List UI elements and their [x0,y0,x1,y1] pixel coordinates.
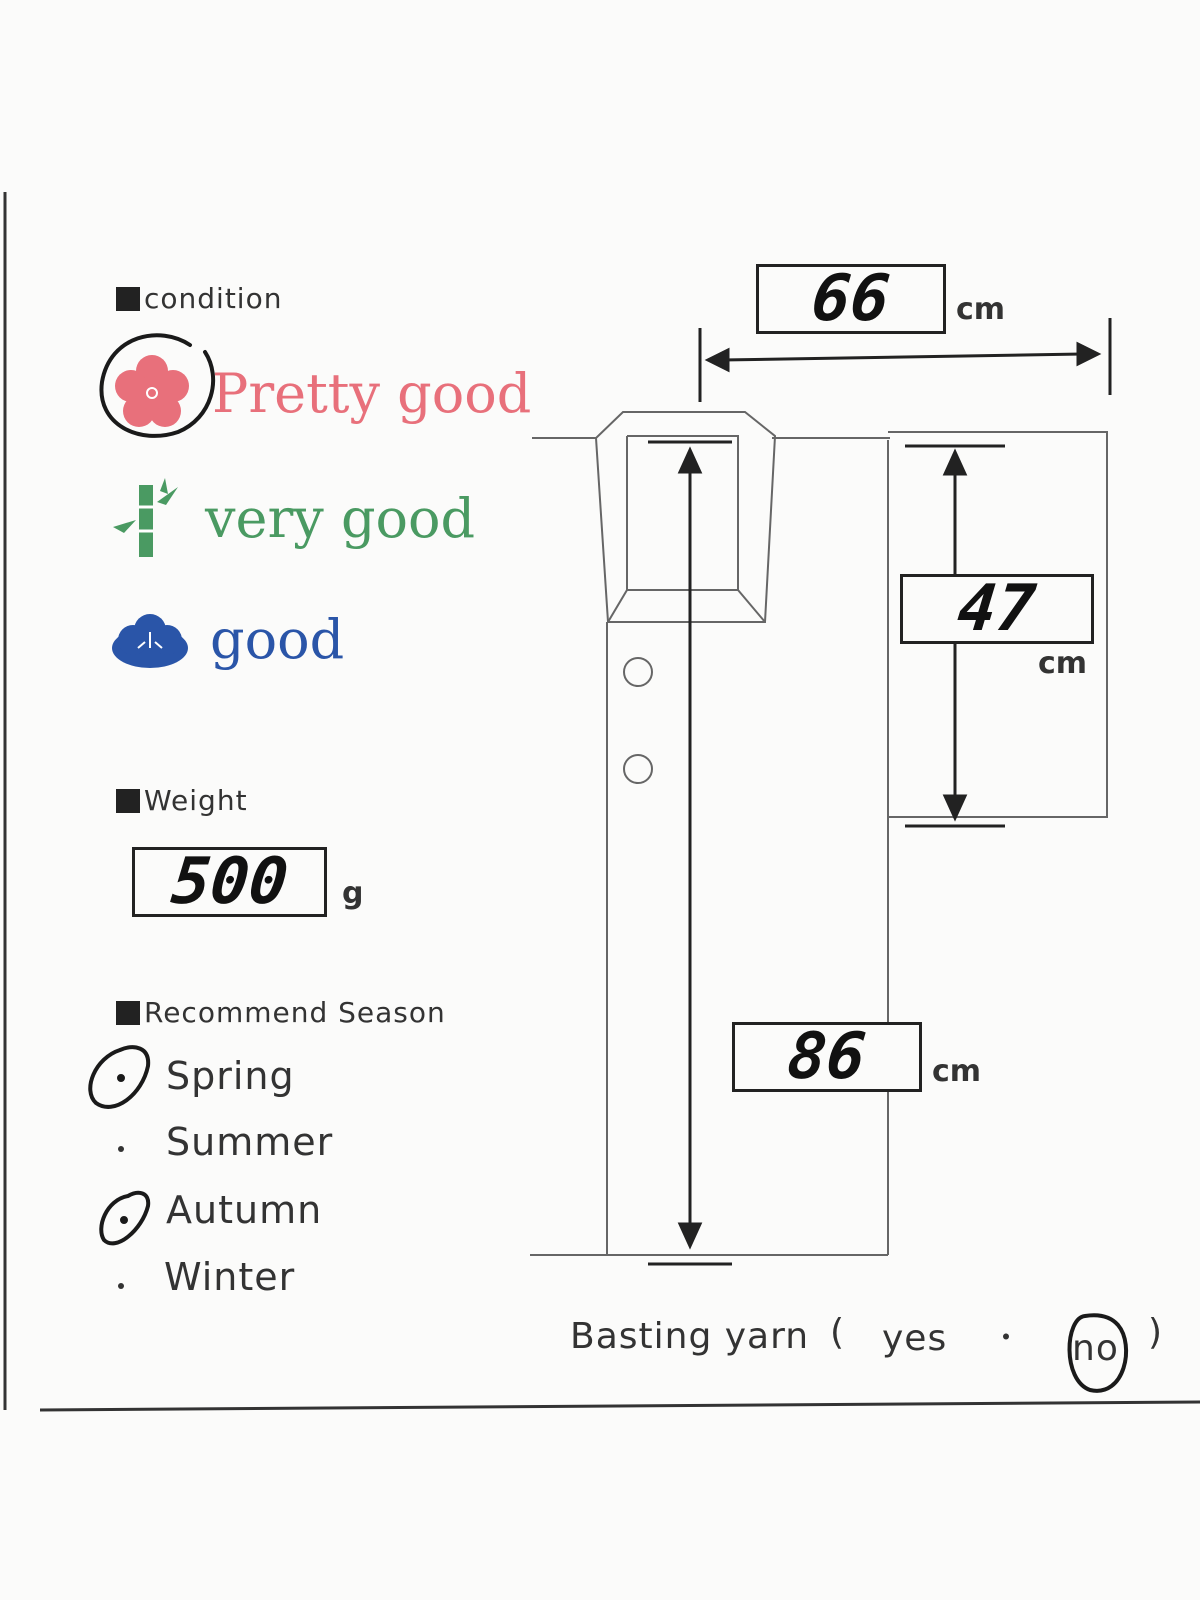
basting-separator: ・ [992,1321,1022,1354]
weight-unit: g [342,876,364,911]
season-winter: Winter [164,1255,296,1299]
basting-open-paren: ( [830,1312,846,1353]
selection-marks [88,333,1128,1393]
length-value-box: 86 [732,1020,922,1094]
season-summer: Summer [166,1120,334,1164]
garment-outline [530,411,1108,1256]
bullet-dot [118,1283,124,1289]
width-value-box: 66 [756,262,946,336]
condition-very-good: very good [205,487,476,550]
season-heading: Recommend Season [116,996,446,1029]
width-value: 66 [808,262,894,336]
length-value: 86 [784,1020,870,1094]
square-bullet-icon [116,1000,140,1025]
pine-icon [112,614,188,668]
square-bullet-icon [116,286,140,311]
width-arrow [698,318,1112,402]
season-autumn: Autumn [166,1188,323,1232]
basting-close-paren: ) [1148,1312,1164,1353]
weight-value: 500 [167,845,292,919]
plum-blossom-icon [115,355,189,427]
sleeve-value-box: 47 [900,572,1094,646]
square-bullet-icon [116,788,140,813]
basting-yarn-label: Basting yarn [570,1316,810,1357]
basting-option-no: no [1072,1328,1119,1369]
condition-good: good [210,608,345,671]
width-unit: cm [956,292,1006,327]
basting-option-yes: yes [882,1318,948,1359]
sleeve-unit: cm [1038,646,1088,681]
condition-pretty-good: Pretty good [212,362,532,425]
weight-value-box: 500 [132,845,327,919]
bullet-dot [118,1146,124,1152]
sleeve-value: 47 [954,572,1040,646]
weight-heading: Weight [116,784,248,817]
length-unit: cm [932,1054,982,1089]
season-spring: Spring [166,1054,295,1098]
condition-heading: condition [116,282,282,315]
length-arrow [648,440,732,1266]
bamboo-icon [113,478,178,557]
